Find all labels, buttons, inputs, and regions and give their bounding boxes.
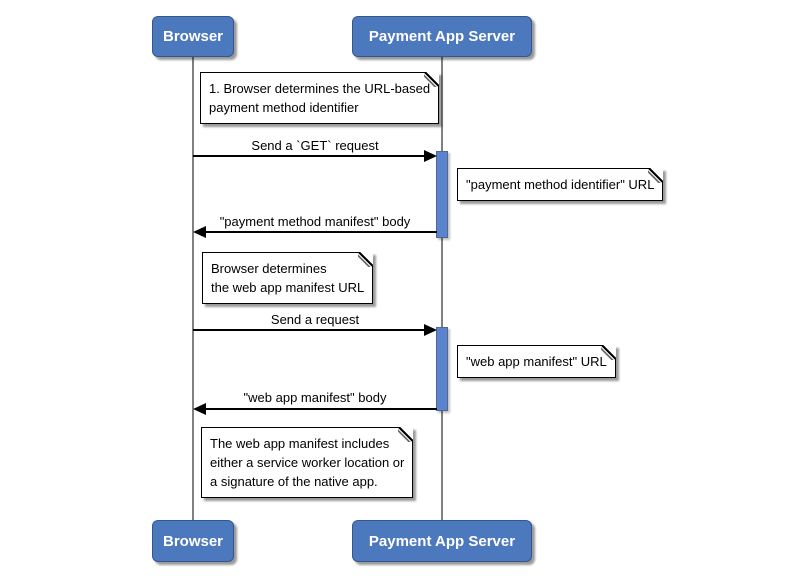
actor-payment-app-server-label: Payment App Server	[368, 28, 516, 45]
actor-browser-bottom: Browser	[152, 520, 234, 562]
actor-browser-top: Browser	[152, 16, 234, 57]
arrowhead-right-icon	[424, 324, 437, 336]
actor-payment-app-server-top: Payment App Server	[352, 16, 532, 57]
note-text: 1. Browser determines the URL-based paym…	[209, 81, 431, 115]
actor-browser-label: Browser	[162, 532, 224, 550]
arrowhead-right-icon	[424, 150, 437, 162]
actor-browser-label: Browser	[162, 28, 224, 45]
activation-bar-payment-1	[436, 151, 448, 238]
note-fold-icon	[648, 168, 664, 183]
actor-payment-app-server-label: Payment App Server	[368, 532, 516, 550]
message-label-web-app-manifest-body: "web app manifest" body	[243, 390, 387, 405]
message-label-send-a-request: Send a request	[270, 312, 360, 327]
arrowhead-left-icon	[193, 403, 206, 415]
note-text: Browser determines the web app manifest …	[211, 261, 365, 295]
note-web-app-manifest-contents: The web app manifest includes either a s…	[201, 427, 414, 498]
arrowhead-left-icon	[193, 226, 206, 238]
lifeline-payment-app-server	[441, 57, 443, 520]
activation-bar-payment-2	[436, 327, 448, 411]
note-text: "payment method identifier" URL	[466, 177, 655, 192]
note-text: "web app manifest" URL	[466, 354, 607, 369]
note-payment-method-identifier-url: "payment method identifier" URL	[457, 168, 664, 201]
note-fold-icon	[424, 72, 440, 87]
message-label-send-get-request: Send a `GET` request	[251, 138, 379, 153]
note-text: The web app manifest includes either a s…	[210, 436, 405, 489]
actor-payment-app-server-bottom: Payment App Server	[352, 520, 532, 562]
message-line-payment-method-manifest-body	[206, 231, 437, 233]
message-label-payment-method-manifest-body: "payment method manifest" body	[219, 214, 411, 229]
note-browser-determines-web-app-manifest: Browser determines the web app manifest …	[202, 252, 374, 304]
note-fold-icon	[600, 345, 616, 360]
message-line-send-a-request	[193, 329, 424, 331]
note-web-app-manifest-url: "web app manifest" URL	[457, 345, 616, 378]
lifeline-browser	[192, 57, 194, 520]
message-line-send-get-request	[193, 155, 424, 157]
message-line-web-app-manifest-body	[206, 408, 437, 410]
note-fold-icon	[398, 427, 414, 442]
note-fold-icon	[358, 252, 374, 267]
note-payment-method-identifier-step: 1. Browser determines the URL-based paym…	[200, 72, 440, 124]
